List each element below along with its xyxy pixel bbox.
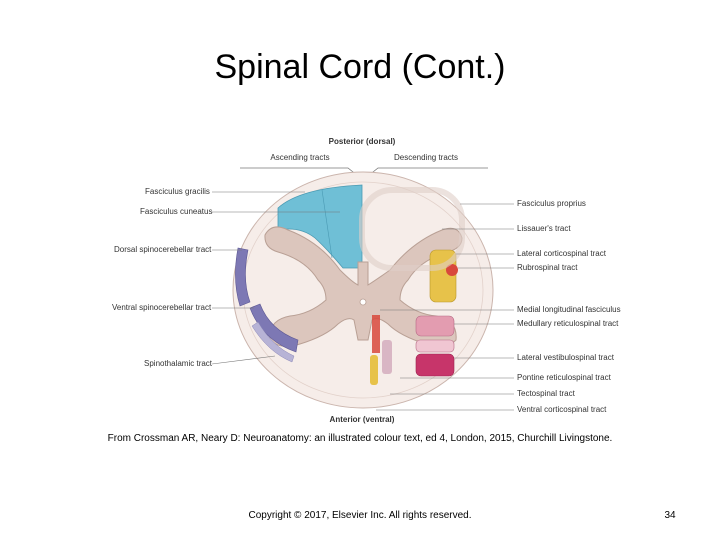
left-label: Dorsal spinocerebellar tract	[114, 245, 212, 254]
right-label: Lateral corticospinal tract	[517, 249, 607, 258]
anterior-label: Anterior (ventral)	[330, 415, 395, 424]
dorsal-columns-divider	[321, 189, 333, 259]
figure-caption: From Crossman AR, Neary D: Neuroanatomy:…	[107, 433, 613, 444]
left-label: Spinothalamic tract	[144, 359, 213, 368]
slide-title: Spinal Cord (Cont.)	[214, 48, 506, 86]
right-label: Lateral vestibulospinal tract	[517, 353, 615, 362]
ventral-corticospinal-tract	[370, 355, 378, 385]
right-label: Ventral corticospinal tract	[517, 405, 607, 414]
medial-longitudinal-fasciculus	[372, 315, 380, 353]
descending-tracts-header: Descending tracts	[394, 153, 458, 162]
right-label: Tectospinal tract	[517, 389, 576, 398]
page-number: 34	[664, 510, 676, 521]
dorsal-spinocerebellar-tract	[235, 247, 251, 307]
left-labels: Fasciculus gracilis Fasciculus cuneatus …	[112, 187, 340, 368]
right-label: Medial longitudinal fasciculus	[517, 305, 621, 314]
posterior-label: Posterior (dorsal)	[329, 137, 396, 146]
leader-line	[211, 355, 276, 365]
right-labels: Fasciculus proprius Lissauer's tract Lat…	[376, 199, 621, 414]
right-label: Pontine reticulospinal tract	[517, 373, 612, 382]
tectospinal-tract	[382, 340, 392, 374]
ascending-tracts-header: Ascending tracts	[270, 153, 329, 162]
spinal-cord-figure: Posterior (dorsal) Ascending tracts Desc…	[100, 130, 640, 430]
right-label: Rubrospinal tract	[517, 263, 578, 272]
left-label: Fasciculus cuneatus	[140, 207, 212, 216]
right-label: Lissauer's tract	[517, 224, 571, 233]
lateral-vestibulospinal-tract	[415, 353, 455, 377]
spinothalamic-tract	[251, 321, 295, 363]
central-canal	[359, 298, 367, 306]
spinal-cord-diagram: Posterior (dorsal) Ascending tracts Desc…	[112, 137, 621, 424]
medullary-reticulospinal-tract	[415, 315, 455, 337]
copyright-notice: Copyright © 2017, Elsevier Inc. All righ…	[248, 510, 472, 521]
pontine-reticulospinal-tract	[415, 339, 455, 353]
gray-matter	[264, 226, 463, 347]
left-label: Fasciculus gracilis	[145, 187, 210, 196]
right-label: Medullary reticulospinal tract	[517, 319, 619, 328]
right-label: Fasciculus proprius	[517, 199, 586, 208]
left-label: Ventral spinocerebellar tract	[112, 303, 212, 312]
rubrospinal-tract	[446, 264, 458, 276]
dorsal-columns	[277, 184, 363, 269]
